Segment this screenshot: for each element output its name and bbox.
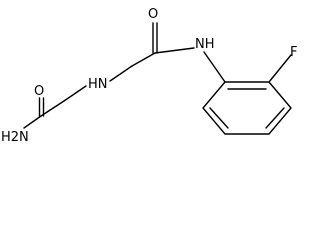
bond-c-nh [154,47,195,54]
benzene-ring [202,81,292,135]
bond-c-nh2 [23,115,42,129]
molecule-diagram: O H2N HN O NH F [1,7,297,145]
bond-hn-ch2 [109,65,133,82]
amide-label-nh: NH [195,37,215,52]
bond-ch2-hn [63,85,87,102]
bond-ch2-c-right [131,52,156,67]
amine-label-hn: HN [88,77,108,92]
fluorine-label: F [290,45,297,60]
aromatic-line-2 [265,107,285,129]
bond-nh-ring [203,51,226,83]
structure-canvas: O H2N HN O NH F [1,7,297,145]
bond-c-ch2-left [40,100,65,117]
aromatic-line-3 [209,107,229,129]
bond-ring-f [268,54,292,83]
amine-label-nh2: H2N [1,130,29,145]
oxygen-label-right: O [148,7,158,22]
oxygen-label-left: O [34,84,44,99]
